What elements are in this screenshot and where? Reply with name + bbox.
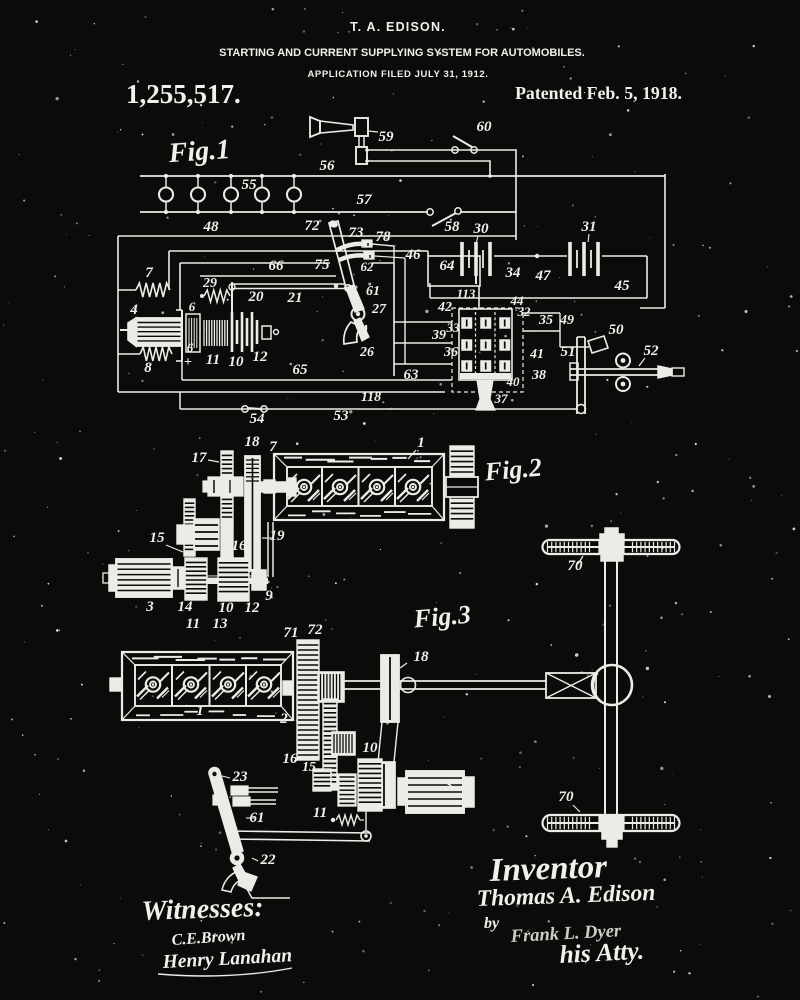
svg-text:12: 12 xyxy=(245,600,261,616)
svg-text:15: 15 xyxy=(302,760,316,775)
svg-text:29: 29 xyxy=(202,276,217,291)
svg-text:30: 30 xyxy=(473,221,490,237)
svg-text:9: 9 xyxy=(265,588,273,604)
svg-text:27: 27 xyxy=(371,302,387,317)
svg-text:10: 10 xyxy=(219,600,235,616)
svg-text:Inventor: Inventor xyxy=(488,849,609,889)
svg-text:71: 71 xyxy=(284,625,299,641)
svg-text:75: 75 xyxy=(315,257,331,273)
svg-text:Witnesses:: Witnesses: xyxy=(141,892,264,927)
svg-text:57: 57 xyxy=(357,192,373,208)
svg-text:15: 15 xyxy=(150,530,166,546)
svg-text:7: 7 xyxy=(145,265,153,281)
svg-text:34: 34 xyxy=(505,265,522,281)
svg-text:58: 58 xyxy=(445,219,461,235)
svg-text:1,255,517.: 1,255,517. xyxy=(126,79,241,109)
svg-text:22: 22 xyxy=(260,852,277,868)
svg-text:55: 55 xyxy=(242,177,258,193)
svg-text:42: 42 xyxy=(437,300,452,315)
svg-text:3: 3 xyxy=(145,599,154,615)
svg-text:63: 63 xyxy=(404,367,420,383)
svg-text:16: 16 xyxy=(232,538,248,554)
svg-text:59: 59 xyxy=(379,129,395,145)
svg-text:31: 31 xyxy=(581,219,597,235)
svg-text:C.E.Brown: C.E.Brown xyxy=(171,927,246,949)
svg-text:6: 6 xyxy=(189,299,196,314)
svg-text:78: 78 xyxy=(376,229,392,245)
svg-text:APPLICATION FILED JULY 31, 191: APPLICATION FILED JULY 31, 1912. xyxy=(307,69,488,80)
svg-text:113: 113 xyxy=(457,286,476,301)
svg-text:17: 17 xyxy=(192,450,208,466)
svg-text:11: 11 xyxy=(313,805,327,821)
svg-text:11: 11 xyxy=(206,352,220,368)
svg-text:1: 1 xyxy=(417,435,425,451)
svg-text:32: 32 xyxy=(517,304,532,319)
svg-text:48: 48 xyxy=(203,219,220,235)
svg-text:7: 7 xyxy=(269,439,277,455)
svg-text:16: 16 xyxy=(283,751,299,767)
svg-text:60: 60 xyxy=(477,119,493,135)
svg-text:44: 44 xyxy=(510,293,525,308)
svg-text:Thomas A. Edison: Thomas A. Edison xyxy=(476,880,656,912)
svg-text:70: 70 xyxy=(559,789,575,805)
svg-text:36: 36 xyxy=(443,345,458,360)
svg-text:56: 56 xyxy=(320,158,336,174)
svg-text:10: 10 xyxy=(229,354,245,370)
svg-text:21: 21 xyxy=(287,290,303,306)
svg-text:73: 73 xyxy=(349,225,365,241)
svg-text:41: 41 xyxy=(529,347,544,362)
svg-text:Fig.2: Fig.2 xyxy=(483,453,543,487)
svg-text:72: 72 xyxy=(308,622,324,638)
svg-text:T. A. EDISON.: T. A. EDISON. xyxy=(350,20,446,34)
svg-text:49: 49 xyxy=(559,313,574,328)
svg-text:54: 54 xyxy=(250,411,266,427)
svg-text:2: 2 xyxy=(279,711,288,727)
svg-text:23: 23 xyxy=(232,769,249,785)
svg-text:10: 10 xyxy=(363,740,379,756)
svg-text:+: + xyxy=(184,355,192,370)
svg-text:39: 39 xyxy=(431,328,446,343)
svg-text:61: 61 xyxy=(366,284,380,299)
svg-text:6: 6 xyxy=(187,340,194,355)
svg-text:20: 20 xyxy=(248,289,265,305)
svg-text:by: by xyxy=(484,915,500,932)
svg-text:12: 12 xyxy=(253,349,269,365)
svg-text:64: 64 xyxy=(440,258,456,274)
svg-text:Fig.1: Fig.1 xyxy=(167,134,231,169)
svg-text:8: 8 xyxy=(144,360,152,376)
svg-text:53: 53 xyxy=(334,408,350,424)
svg-text:45: 45 xyxy=(614,278,631,294)
svg-text:37: 37 xyxy=(494,391,509,406)
svg-text:1: 1 xyxy=(196,703,204,719)
svg-text:50: 50 xyxy=(609,322,625,338)
svg-text:40: 40 xyxy=(506,374,521,389)
svg-text:61: 61 xyxy=(250,810,265,826)
svg-text:66: 66 xyxy=(269,258,285,274)
svg-text:18: 18 xyxy=(414,649,430,665)
svg-text:72: 72 xyxy=(305,218,321,234)
svg-text:35: 35 xyxy=(538,313,553,328)
svg-text:13: 13 xyxy=(213,616,229,632)
svg-text:his Atty.: his Atty. xyxy=(559,936,645,969)
svg-text:3: 3 xyxy=(444,778,453,794)
svg-text:STARTING AND CURRENT SUPPLYING: STARTING AND CURRENT SUPPLYING SYSTEM FO… xyxy=(219,47,585,59)
svg-text:26: 26 xyxy=(359,345,374,360)
svg-text:18: 18 xyxy=(245,434,261,450)
svg-text:118: 118 xyxy=(361,390,381,405)
svg-text:65: 65 xyxy=(293,362,309,378)
svg-text:4: 4 xyxy=(129,302,138,318)
svg-text:52: 52 xyxy=(644,343,660,359)
svg-text:Fig.3: Fig.3 xyxy=(412,600,472,634)
svg-text:51: 51 xyxy=(561,344,576,360)
svg-text:14: 14 xyxy=(178,599,194,615)
svg-text:Patented Feb. 5, 1918.: Patented Feb. 5, 1918. xyxy=(515,83,682,103)
svg-text:47: 47 xyxy=(535,268,552,284)
svg-text:11: 11 xyxy=(186,616,200,632)
svg-text:33: 33 xyxy=(446,320,461,335)
svg-text:46: 46 xyxy=(405,247,422,263)
svg-text:62: 62 xyxy=(361,259,375,274)
svg-text:38: 38 xyxy=(531,368,546,383)
svg-text:19: 19 xyxy=(270,528,286,544)
